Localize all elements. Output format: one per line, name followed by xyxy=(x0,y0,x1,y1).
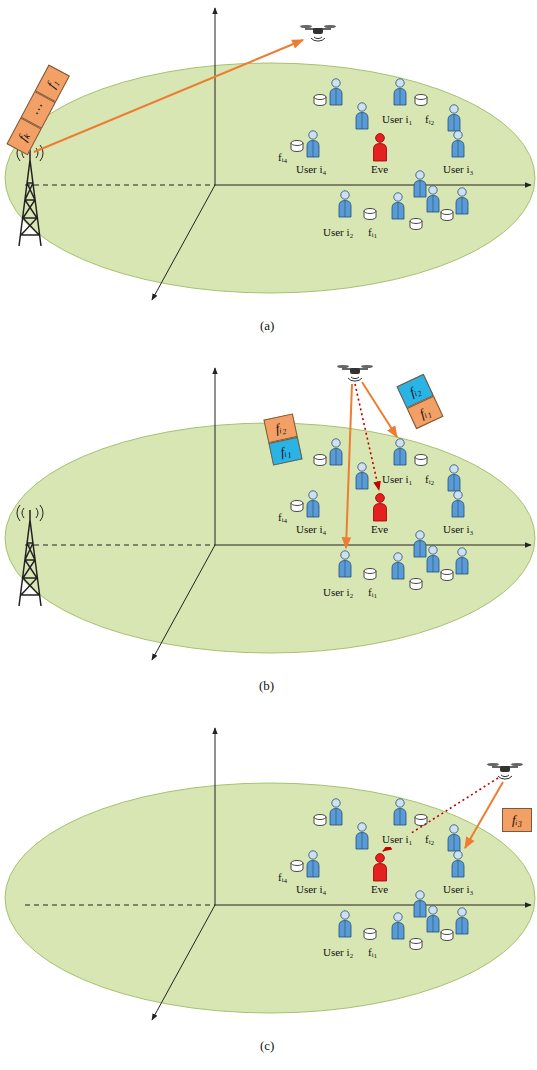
downlink xyxy=(362,382,397,437)
user-label: User i₃ xyxy=(442,523,474,537)
panel-caption: (a) xyxy=(259,318,275,334)
packet-stack: fᵢ₂fᵢ₁ xyxy=(396,374,443,429)
cache-label: fᵢ₂ xyxy=(424,833,435,847)
base-station xyxy=(17,505,43,606)
cache-label: fᵢ₁ xyxy=(367,946,378,960)
file-name: fₖ xyxy=(13,126,34,147)
user-label: User i₂ xyxy=(322,586,354,600)
cache-label: fᵢ₂ xyxy=(424,113,435,127)
packet-stack: fᵢ₃ xyxy=(502,808,532,832)
downlink xyxy=(346,384,352,548)
file-name: fᵢ₁ xyxy=(276,442,295,461)
cache-label: fᵢ₄ xyxy=(277,151,288,165)
panel-caption: (c) xyxy=(259,1038,275,1054)
eve-label: Eve xyxy=(370,523,389,537)
file-name: fᵢ₁ xyxy=(414,402,435,423)
uav-icon xyxy=(300,25,336,41)
file-name: ⋯ xyxy=(27,99,48,120)
coverage-area xyxy=(5,368,535,660)
panel-caption: (b) xyxy=(258,678,275,694)
backhaul-link xyxy=(34,40,303,152)
uav-icon xyxy=(487,763,523,779)
cache-label: fᵢ₁ xyxy=(367,226,378,240)
downlink xyxy=(465,782,503,848)
uav-icon xyxy=(337,365,373,381)
cache-label: fᵢ₂ xyxy=(424,473,435,487)
user-label: User i₃ xyxy=(442,883,474,897)
user-label: User i₄ xyxy=(295,883,327,897)
eve-label: Eve xyxy=(370,883,389,897)
file-name: fᵢ₂ xyxy=(271,419,290,438)
user-label: User i₂ xyxy=(322,946,354,960)
cache-label: fᵢ₄ xyxy=(277,871,288,885)
user-label: User i₄ xyxy=(295,523,327,537)
user-label: User i₃ xyxy=(442,163,474,177)
cache-label: fᵢ₄ xyxy=(277,511,288,525)
base-station xyxy=(17,145,43,246)
eavesdrop-link xyxy=(355,384,379,490)
user-label: User i₂ xyxy=(322,226,354,240)
user-label: User i₄ xyxy=(295,163,327,177)
coverage-area xyxy=(5,728,535,1020)
cache-label: fᵢ₁ xyxy=(367,586,378,600)
coverage-area xyxy=(5,8,535,300)
file-name: fᵢ₃ xyxy=(509,812,525,828)
file-name: f₁ xyxy=(41,73,62,94)
file-name: fᵢ₂ xyxy=(404,380,425,401)
user-label: User i₁ xyxy=(381,113,413,127)
user-label: User i₁ xyxy=(381,833,413,847)
eve-label: Eve xyxy=(370,163,389,177)
packet-cell: fᵢ₃ xyxy=(502,808,532,832)
user-label: User i₁ xyxy=(381,473,413,487)
